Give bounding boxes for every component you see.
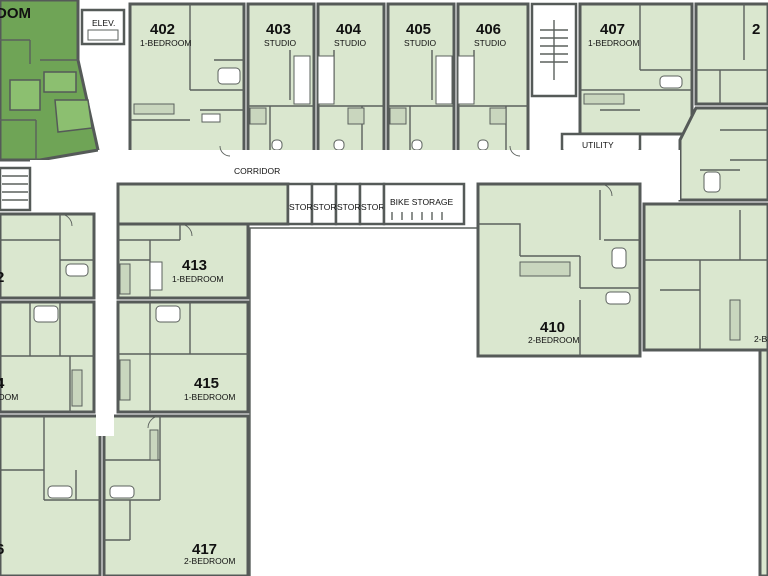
unit-404[interactable]: 404 STUDIO [316,2,386,158]
unit-415-type: 1-BEDROOM [184,392,235,402]
bike-storage-label: BIKE STORAGE [390,197,453,207]
unit-left-partial-type: OOM [0,392,18,402]
corridor [30,150,680,440]
stairs-top [530,2,578,98]
unit-402-type: 1-BEDROOM [140,38,191,48]
unit-410[interactable]: 410 2-BEDROOM [476,182,642,358]
elevator-label: ELEV. [92,18,115,28]
unit-406-number: 406 [476,21,501,38]
unit-417-type: 2-BEDROOM [184,556,235,566]
unit-right-partial-type: 2-BEDROOM [754,334,768,344]
bike-storage[interactable]: BIKE STORAGE [382,182,466,226]
unit-405[interactable]: 405 STUDIO [386,2,456,158]
unit-left-1[interactable]: 2 [0,212,96,300]
unit-403[interactable]: 403 STUDIO [246,2,316,158]
elevator[interactable]: ELEV. [80,8,126,46]
unit-403-type: STUDIO [264,38,297,48]
unit-417-number: 417 [192,541,217,558]
unit-402[interactable]: 402 1-BEDROOM [128,2,246,158]
unit-left-3[interactable]: 6 [0,414,102,576]
utility-label: UTILITY [582,140,614,150]
unit-left-partial-1: 2 [0,269,4,286]
storage-label-1: STOR [289,202,312,212]
unit-407[interactable]: 407 1-BEDROOM [578,2,694,136]
unit-right-lower[interactable]: 2-BEDROOM [642,202,768,352]
storage-label-2: STOR [313,202,336,212]
courtyard-edge [249,227,517,576]
corridor-label: CORRIDOR [234,166,280,176]
storage-label-3: STOR [337,202,360,212]
unit-left-2[interactable]: 4 OOM [0,300,96,414]
unit-415-number: 415 [194,375,219,392]
unit-402-number: 402 [150,21,175,38]
unit-413-type: 1-BEDROOM [172,274,223,284]
unit-405-type: STUDIO [404,38,437,48]
unit-410-number: 410 [540,319,565,336]
stairs-left [0,166,32,212]
unit-410-type: 2-BEDROOM [528,335,579,345]
unit-407-type: 1-BEDROOM [588,38,639,48]
storage-row[interactable]: STOR STOR STOR STOR [116,182,386,226]
unit-right-middle[interactable] [678,106,768,202]
unit-right-partial-1: 2 [752,21,760,38]
unit-413[interactable]: 413 1-BEDROOM [116,222,250,300]
selected-unit[interactable]: DOM [0,0,100,162]
unit-partial-label: DOM [0,5,31,22]
door-swings [59,145,613,429]
unit-407-number: 407 [600,21,625,38]
unit-far-right-bottom[interactable] [758,348,768,576]
unit-left-partial-2: 4 [0,375,5,392]
unit-right-top[interactable]: 2 [694,2,768,106]
unit-406[interactable]: 406 STUDIO [456,2,530,158]
unit-405-number: 405 [406,21,431,38]
unit-417[interactable]: 417 2-BEDROOM [102,414,250,576]
unit-406-type: STUDIO [474,38,507,48]
unit-404-type: STUDIO [334,38,367,48]
corridor-vertical [96,200,114,436]
unit-404-number: 404 [336,21,362,38]
unit-413-number: 413 [182,257,207,274]
unit-left-partial-3: 6 [0,541,4,558]
unit-415[interactable]: 415 1-BEDROOM [116,300,250,414]
unit-403-number: 403 [266,21,291,38]
storage-label-4: STOR [361,202,384,212]
